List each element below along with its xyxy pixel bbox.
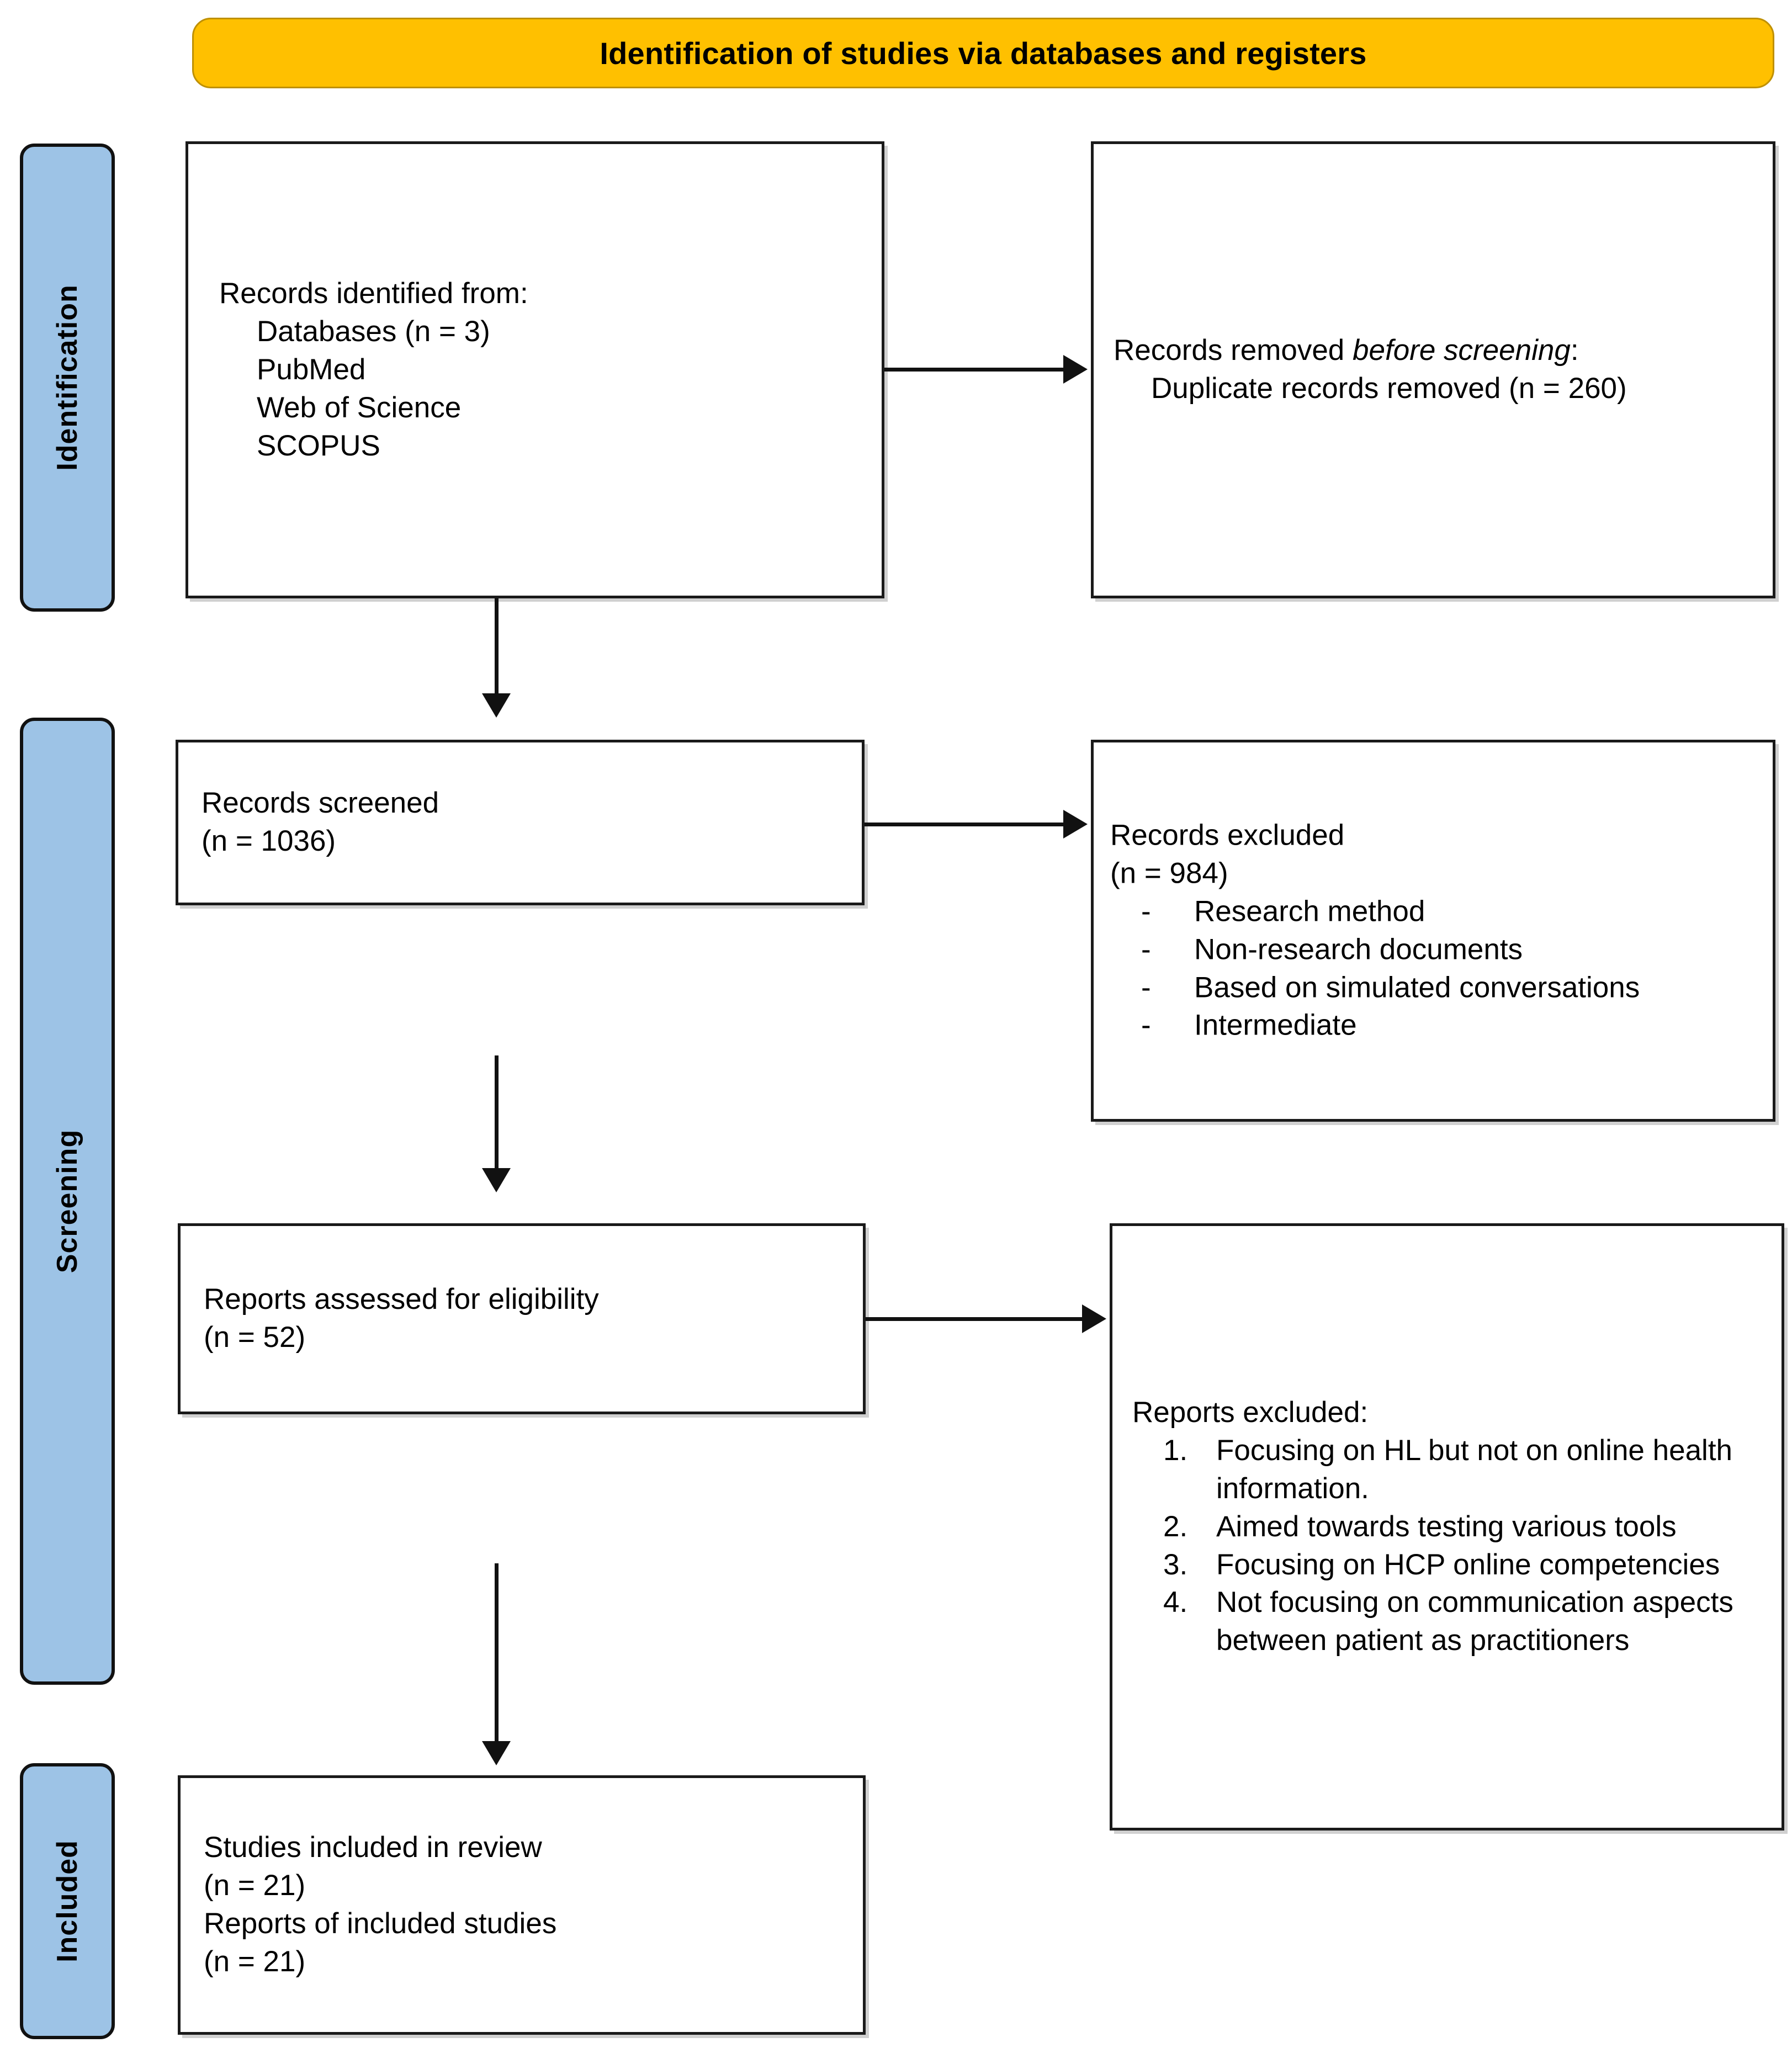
records-excluded-reason-text: Non-research documents (1194, 933, 1523, 965)
studies-included-line-4: (n = 21) (204, 1945, 306, 1978)
studies-included-line-2: (n = 21) (204, 1869, 306, 1902)
records-removed-title-italic: before screening (1353, 334, 1571, 367)
stage-label-screening: Screening (51, 1129, 84, 1274)
reports-excluded-title: Reports excluded: (1132, 1396, 1369, 1429)
reports-assessed-title: Reports assessed for eligibility (204, 1283, 599, 1316)
records-removed-item-0: Duplicate records removed (n = 260) (1151, 372, 1627, 405)
studies-included-line-3: Reports of included studies (204, 1907, 557, 1940)
records-excluded-reason-text: Intermediate (1194, 1009, 1357, 1042)
list-number-marker: 3. (1163, 1548, 1188, 1581)
reports-excluded-reason-text: Focusing on HL but not on online health … (1216, 1434, 1733, 1505)
records-excluded-reason: - Based on simulated conversations (1110, 969, 1762, 1007)
records-screened-title: Records screened (202, 787, 439, 820)
records-removed-title-suffix: : (1570, 334, 1579, 367)
reports-excluded-reason: 2. Aimed towards testing various tools (1132, 1508, 1768, 1546)
records-excluded-reason: - Intermediate (1110, 1007, 1762, 1045)
list-number-marker: 1. (1163, 1434, 1188, 1467)
reports-excluded-reason-list: 1. Focusing on HL but not on online heal… (1132, 1432, 1768, 1660)
records-excluded-title: Records excluded (1110, 819, 1345, 852)
phase-banner-title: Identification of studies via databases … (600, 35, 1367, 71)
stage-label-included: Included (51, 1840, 84, 1962)
reports-assessed-count: (n = 52) (204, 1321, 306, 1354)
box-reports-assessed: Reports assessed for eligibility (n = 52… (178, 1223, 866, 1414)
records-removed-title: Records removed before screening: (1114, 332, 1759, 370)
records-excluded-reason: - Research method (1110, 893, 1762, 931)
box-records-screened: Records screened (n = 1036) (176, 740, 865, 905)
list-number-marker: 2. (1163, 1510, 1188, 1543)
dash-bullet-icon: - (1141, 1009, 1151, 1042)
stage-pill-screening: Screening (20, 718, 115, 1685)
records-excluded-count: (n = 984) (1110, 857, 1228, 890)
stage-pill-included: Included (20, 1763, 115, 2039)
records-excluded-reason-text: Research method (1194, 895, 1425, 928)
box-records-identified: Records identified from: Databases (n = … (185, 141, 884, 598)
list-number-marker: 4. (1163, 1586, 1188, 1619)
reports-excluded-reason: 1. Focusing on HL but not on online heal… (1132, 1432, 1768, 1508)
studies-included-line-1: Studies included in review (204, 1831, 542, 1864)
records-identified-item-1: PubMed (257, 353, 366, 386)
reports-excluded-reason-text: Aimed towards testing various tools (1216, 1510, 1677, 1543)
phase-banner-identification: Identification of studies via databases … (192, 18, 1774, 88)
reports-excluded-reason-text: Not focusing on communication aspects be… (1216, 1586, 1733, 1657)
records-identified-title: Records identified from: (219, 277, 528, 310)
records-excluded-reason: - Non-research documents (1110, 931, 1762, 969)
dash-bullet-icon: - (1141, 970, 1151, 1004)
stage-pill-identification: Identification (20, 144, 115, 612)
dash-bullet-icon: - (1141, 895, 1151, 928)
box-studies-included: Studies included in review (n = 21) Repo… (178, 1775, 866, 2035)
records-screened-count: (n = 1036) (202, 825, 336, 857)
records-removed-title-prefix: Records removed (1114, 334, 1353, 367)
box-records-removed: Records removed before screening: Duplic… (1091, 141, 1775, 598)
records-identified-item-0: Databases (n = 3) (257, 315, 490, 348)
records-excluded-reason-list: - Research method - Non-research documen… (1110, 893, 1762, 1045)
records-identified-item-2: Web of Science (257, 391, 462, 424)
box-reports-excluded: Reports excluded: 1. Focusing on HL but … (1110, 1223, 1784, 1831)
box-records-excluded: Records excluded (n = 984) - Research me… (1091, 740, 1775, 1122)
stage-label-identification: Identification (51, 284, 83, 471)
records-excluded-reason-text: Based on simulated conversations (1194, 970, 1640, 1004)
reports-excluded-reason: 3. Focusing on HCP online competencies (1132, 1546, 1768, 1584)
reports-excluded-reason-text: Focusing on HCP online competencies (1216, 1548, 1720, 1581)
reports-excluded-reason: 4. Not focusing on communication aspects… (1132, 1584, 1768, 1660)
records-identified-item-3: SCOPUS (257, 429, 380, 462)
dash-bullet-icon: - (1141, 933, 1151, 965)
